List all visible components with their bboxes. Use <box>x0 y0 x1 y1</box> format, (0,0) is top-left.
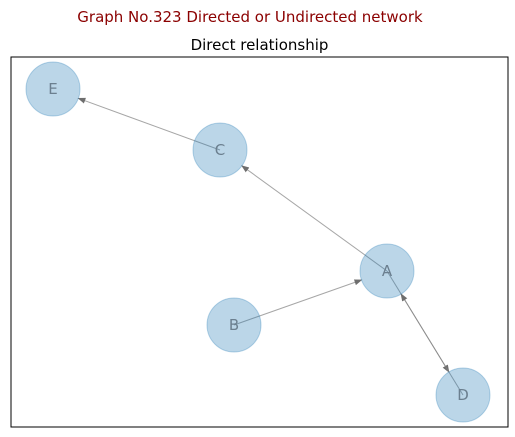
node-label-B: B <box>229 316 239 334</box>
node-label-A: A <box>382 262 393 280</box>
node-B: B <box>206 297 262 353</box>
node-label-E: E <box>48 80 57 98</box>
node-circle-A <box>359 243 415 299</box>
node-D: D <box>435 367 491 423</box>
node-circle-B <box>206 297 262 353</box>
node-circle-E <box>25 61 81 117</box>
axes-title: Direct relationship <box>190 36 329 54</box>
node-A: A <box>359 243 415 299</box>
node-label-C: C <box>215 141 225 159</box>
figure-suptitle: Graph No.323 Directed or Undirected netw… <box>77 8 423 26</box>
edge-B-A <box>233 279 363 326</box>
node-C: C <box>192 122 248 178</box>
axes-frame <box>10 56 509 428</box>
node-circle-D <box>435 367 491 423</box>
node-circle-C <box>192 122 248 178</box>
nodes-layer: E C A B D <box>25 61 491 423</box>
edge-C-E <box>77 97 221 151</box>
node-E: E <box>25 61 81 117</box>
edges-layer <box>77 97 464 396</box>
edge-A-C <box>241 165 388 272</box>
node-label-D: D <box>457 386 469 404</box>
edge-D-A <box>400 293 464 396</box>
